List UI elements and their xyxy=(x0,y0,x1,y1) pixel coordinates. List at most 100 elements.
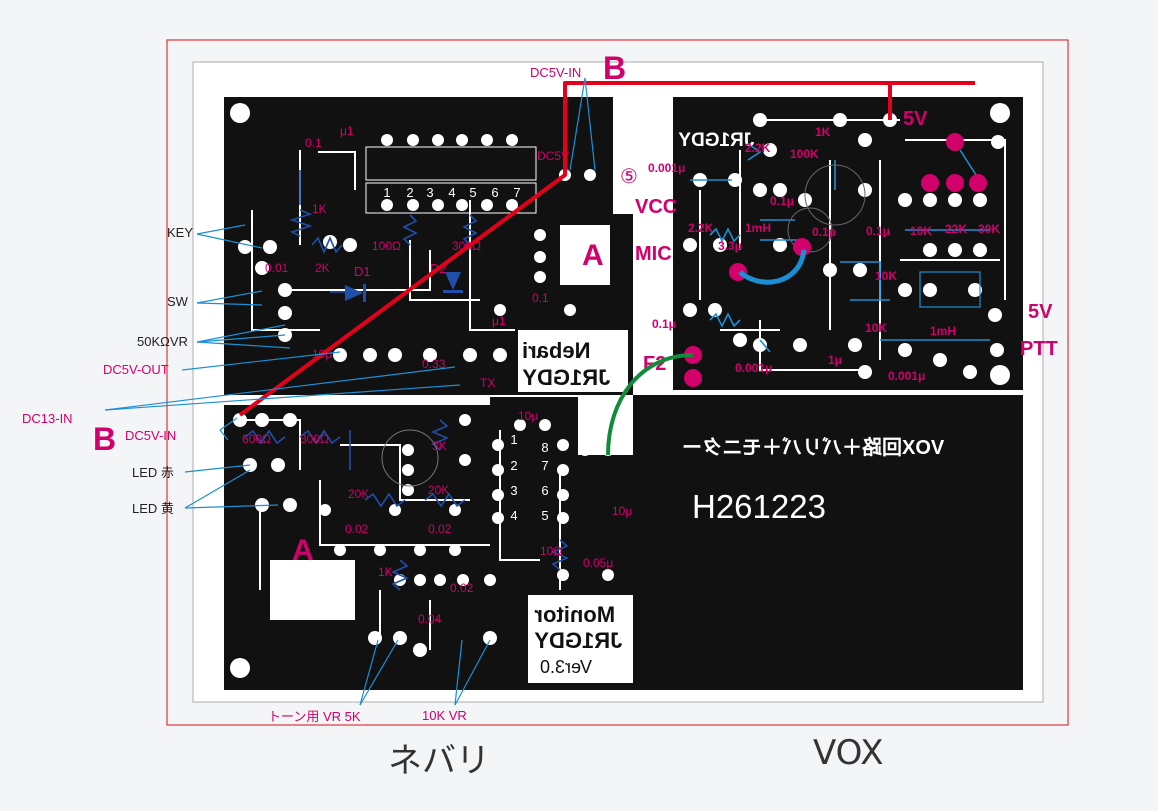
key-annotation: KEY xyxy=(167,225,193,240)
nebari-caption: ネバリ xyxy=(388,741,490,781)
component-label: 0.02 xyxy=(450,581,474,595)
led-yellow-annotation: LED 黄 xyxy=(132,501,174,516)
ic2-pin-label: 5 xyxy=(541,508,548,523)
ic2-pin-label: 6 xyxy=(541,483,548,498)
component-label: 100Ω xyxy=(372,239,401,253)
vox-caption: VOX xyxy=(813,733,884,773)
vox-component-label: 3.3μ xyxy=(718,239,742,253)
ic2-pin-label: 7 xyxy=(541,458,548,473)
component-label: 20K xyxy=(348,487,369,501)
vox-heading: VOX回路＋バリバ＋モニター xyxy=(682,435,944,459)
vcc-label: VCC xyxy=(635,196,677,218)
vox-component-label: 0.1μ xyxy=(652,317,676,331)
vox-component-label: 0.1μ xyxy=(866,224,890,238)
mic-label: MIC xyxy=(635,243,672,265)
tone-vr-annotation: トーン用 VR 5K xyxy=(268,709,361,724)
component-label: TX xyxy=(480,376,495,390)
ic-pin-label: 12 xyxy=(431,152,445,166)
dc13-in-annotation: DC13-IN xyxy=(22,411,73,426)
component-label: 300Ω xyxy=(300,432,329,446)
component-label: 2K xyxy=(315,261,330,275)
component-label: 0.1 xyxy=(305,136,322,150)
five-v-top-label: 5V xyxy=(903,108,928,130)
ic-pin-label: 14 xyxy=(380,152,394,166)
dc5v-pin-label: DC5V xyxy=(537,149,569,163)
ic2-pin-label: 4 xyxy=(510,508,517,523)
jumper-red-wire xyxy=(238,81,975,417)
ic-pin-label: 10 xyxy=(480,152,494,166)
ic-pin-label: 4 xyxy=(448,185,455,200)
vox-component-label: 10K xyxy=(865,321,887,335)
component-label: 0.02 xyxy=(345,522,369,536)
ic2-pin-label: 3 xyxy=(510,483,517,498)
vox-component-label: 30K xyxy=(978,222,1000,236)
vox-component-label: 10K xyxy=(910,224,932,238)
vox-serial: H261223 xyxy=(692,488,826,525)
vox-component-label: 0.001μ xyxy=(735,361,772,375)
vox-component-label: 0.001μ xyxy=(888,369,925,383)
ic-pin-label: 5 xyxy=(469,185,476,200)
vox-component-label: 0.1μ xyxy=(812,225,836,239)
five-v-right-label: 5V xyxy=(1028,301,1053,323)
diode-d1 xyxy=(345,284,366,302)
component-label: 3K xyxy=(432,439,447,453)
outer-frame xyxy=(166,39,1069,726)
jumper-blue-wire xyxy=(738,249,807,285)
component-label: 0.1 xyxy=(532,291,549,305)
diode-d2 xyxy=(443,272,463,293)
monitor-title-line: JR1GDY xyxy=(534,628,622,653)
component-label: 1K xyxy=(312,202,327,216)
ptt-label: PTT xyxy=(1020,338,1058,360)
monitor-title-line: Ver3.0 xyxy=(540,657,592,677)
vox-component-label: 22K xyxy=(945,222,967,236)
ic-pin-label: 1 xyxy=(383,185,390,200)
ic-pin-label: 9 xyxy=(502,152,509,166)
component-label: 0.05μ xyxy=(583,556,613,570)
component-label: μ1 xyxy=(340,124,354,138)
vox-component-label: 2.2K xyxy=(745,141,771,155)
vox-title: JR1GDY xyxy=(678,130,754,151)
vox-component-label: 1K xyxy=(815,125,831,139)
nebari-title-line: Nebari xyxy=(522,338,590,363)
component-label: 0.01 xyxy=(265,261,289,275)
ic-pin-label: 6 xyxy=(491,185,498,200)
vox-board: JR1GDY ⑤ 0.001μ 2.2K 1K 100K 0.1μ 2.2K 1… xyxy=(620,97,1058,690)
ic-pin-label: 11 xyxy=(456,152,469,166)
vox-component-label: 0.001μ xyxy=(648,161,685,175)
vox-component-label: 1mH xyxy=(930,324,956,338)
ic-pin-label: 13 xyxy=(406,152,420,166)
vox-component-label: 10K xyxy=(875,269,897,283)
vox-component-label: 1mH xyxy=(745,221,771,235)
ic2-pin-label: 8 xyxy=(541,440,548,455)
vr10k-annotation: 10K VR xyxy=(422,708,467,723)
component-label: 0.04 xyxy=(418,612,442,626)
dc5v-out-annotation: DC5V-OUT xyxy=(103,362,169,377)
dc5v-in-top-annotation: DC5V-IN xyxy=(530,65,581,80)
component-label: 10μ xyxy=(612,504,632,518)
vr-annotation: 50KΩVR xyxy=(137,334,188,349)
sw-annotation: SW xyxy=(167,294,189,309)
nebari-board: 14 13 12 11 10 9 8 1 2 3 4 5 6 7 1 2 3 4… xyxy=(224,97,633,690)
nebari-title-line: JR1GDY xyxy=(522,365,610,390)
ic2-pin-label: 2 xyxy=(510,458,517,473)
jumper-green-wire xyxy=(606,353,694,456)
vox-circle-number: ⑤ xyxy=(620,166,638,188)
component-label: 10μ xyxy=(518,409,538,423)
ic2-pin-label: 1 xyxy=(510,432,517,447)
vox-component-label: 1μ xyxy=(828,353,842,367)
transistor-a-label: A xyxy=(582,239,604,272)
vox-component-label: 100K xyxy=(790,147,819,161)
vox-component-label: 2.2K xyxy=(688,221,714,235)
component-label: 0.02 xyxy=(428,522,452,536)
dc5v-in-left-annotation: DC5V-IN xyxy=(125,428,176,443)
component-label: 1K xyxy=(378,565,393,579)
ic-pin-label: 7 xyxy=(513,185,520,200)
ic-pin-label: 3 xyxy=(426,185,433,200)
led-red-annotation: LED 赤 xyxy=(132,465,174,480)
component-label: 10Ω xyxy=(540,544,562,558)
transistor-a-label: A xyxy=(292,534,314,567)
vox-component-label: 0.1μ xyxy=(770,194,794,208)
component-label: D1 xyxy=(354,264,371,279)
ic-pin-label: 2 xyxy=(406,185,413,200)
